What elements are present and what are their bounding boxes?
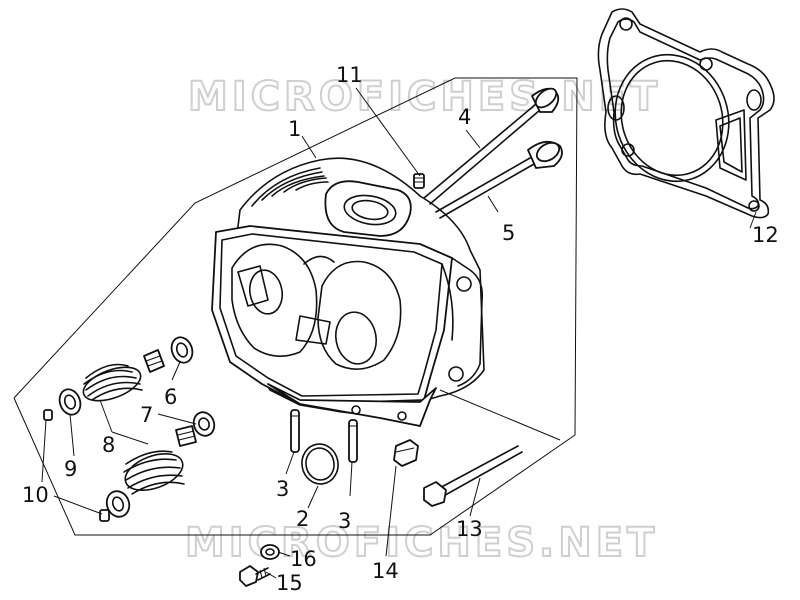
callout-1: 1 (288, 117, 301, 141)
callout-6: 6 (164, 385, 177, 409)
o-ring (301, 443, 339, 485)
cylinder-head-gasket (597, 8, 775, 219)
valve-spring-lower (123, 450, 185, 495)
valve-collet-lower (175, 425, 197, 447)
stud-bolt (413, 173, 425, 189)
callout-3-left: 3 (276, 477, 289, 501)
plug (393, 439, 419, 467)
valve-cotter-lower (99, 509, 110, 522)
spring-retainer-lower (105, 490, 131, 518)
screw (239, 565, 271, 587)
callout-8: 8 (102, 433, 115, 457)
callout-4: 4 (458, 105, 471, 129)
intake-valve (423, 87, 560, 205)
watermark-top: MICROFICHES.NET (188, 74, 661, 120)
callout-11: 11 (336, 63, 363, 87)
callout-15: 15 (276, 571, 303, 595)
valve-collet-upper (143, 349, 165, 373)
callout-16: 16 (290, 547, 317, 571)
callout-13: 13 (456, 517, 483, 541)
watermark-bottom: MICROFICHES.NET (185, 520, 658, 566)
assembly-frame (13, 77, 578, 536)
exhaust-valve (435, 140, 563, 219)
callout-7: 7 (140, 403, 153, 427)
callouts: 1 2 3 3 4 5 6 7 8 9 10 11 12 13 14 15 16 (22, 63, 779, 595)
valve-seal (170, 336, 194, 364)
long-bolt (423, 445, 523, 507)
callout-12: 12 (752, 223, 779, 247)
callout-9: 9 (64, 457, 77, 481)
spring-retainer-upper (58, 388, 82, 416)
callout-2: 2 (296, 507, 309, 531)
leader-lines (41, 87, 757, 579)
valve-stem-oil-seal (192, 411, 216, 437)
callout-14: 14 (372, 559, 399, 583)
callout-10: 10 (22, 483, 49, 507)
valve-spring-upper (82, 363, 143, 402)
cylinder-head (211, 157, 485, 427)
dowel-pin-left (290, 409, 300, 453)
callout-3-right: 3 (338, 509, 351, 533)
valve-cotter-upper (43, 409, 53, 421)
dowel-pin-right (348, 419, 358, 463)
washer (260, 544, 280, 560)
callout-5: 5 (502, 221, 515, 245)
